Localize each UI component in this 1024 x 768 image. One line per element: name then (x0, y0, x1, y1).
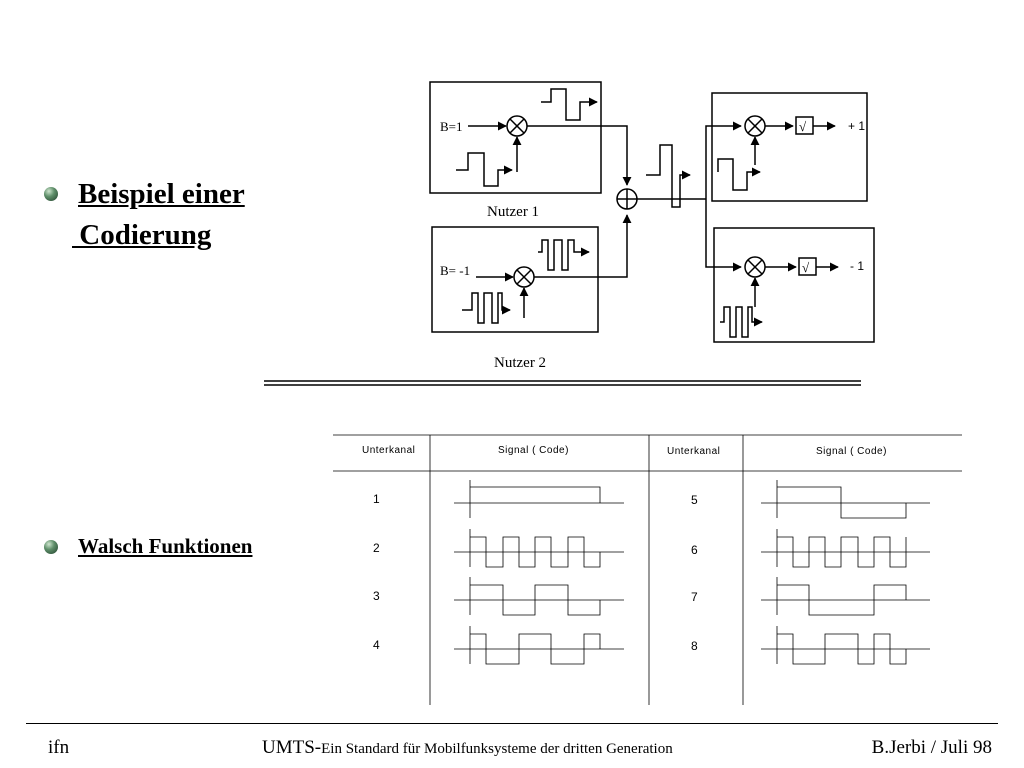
channel-number: 2 (373, 541, 380, 555)
user1-label: Nutzer 1 (487, 204, 539, 220)
footer-right: B.Jerbi / Juli 98 (871, 737, 992, 758)
walsh-code-3 (454, 577, 624, 616)
footer-left: ifn (48, 737, 70, 758)
integrator-symbol: √ (799, 119, 807, 134)
user2-label: Nutzer 2 (494, 355, 546, 371)
walsh-code-1 (454, 480, 624, 518)
user1-box (429, 81, 602, 194)
bullet-icon (44, 540, 58, 554)
integrator-symbol: √ (802, 260, 810, 275)
footer-center: UMTS-Ein Standard für Mobilfunksysteme d… (262, 737, 673, 759)
bullet-icon (44, 187, 58, 201)
cdma-diagram: B=1 B= -1 Nutzer 1 Nutzer 2 + 1 - 1 √ √ (264, 81, 875, 386)
channel-number: 6 (691, 543, 698, 557)
receiver1-output: + 1 (848, 119, 865, 133)
walsh-code-2 (454, 529, 624, 568)
user2-input-label: B= -1 (440, 263, 470, 278)
walsh-code-8 (761, 626, 930, 665)
heading-line2: Codierung (72, 219, 212, 251)
walsh-table: Unterkanal Signal ( Code) Unterkanal Sig… (333, 434, 962, 705)
user1-input-label: B=1 (440, 119, 463, 134)
channel-number: 8 (691, 639, 698, 653)
heading-line1: Beispiel einer (78, 178, 245, 210)
footer-rule (26, 723, 998, 724)
channel-number: 4 (373, 638, 380, 652)
header-channel-right: Unterkanal (667, 446, 720, 457)
channel-number: 7 (691, 590, 698, 604)
channel-number: 1 (373, 492, 380, 506)
footer-center-small: Ein Standard für Mobilfunksysteme der dr… (321, 741, 673, 757)
header-signal-left: Signal ( Code) (498, 445, 569, 456)
receiver2-output: - 1 (850, 259, 864, 273)
channel-number: 3 (373, 589, 380, 603)
receiver2-box (713, 227, 875, 343)
walsh-code-7 (761, 577, 930, 616)
footer-center-main: UMTS- (262, 737, 322, 758)
header-signal-right: Signal ( Code) (816, 446, 887, 457)
walsh-code-4 (454, 626, 624, 665)
walsh-code-6 (761, 529, 930, 568)
receiver1-box (711, 92, 868, 202)
walsh-heading: Walsch Funktionen (78, 534, 253, 558)
walsh-code-5 (761, 480, 930, 519)
header-channel-left: Unterkanal (362, 445, 415, 456)
user2-box (431, 226, 599, 333)
channel-number: 5 (691, 493, 698, 507)
